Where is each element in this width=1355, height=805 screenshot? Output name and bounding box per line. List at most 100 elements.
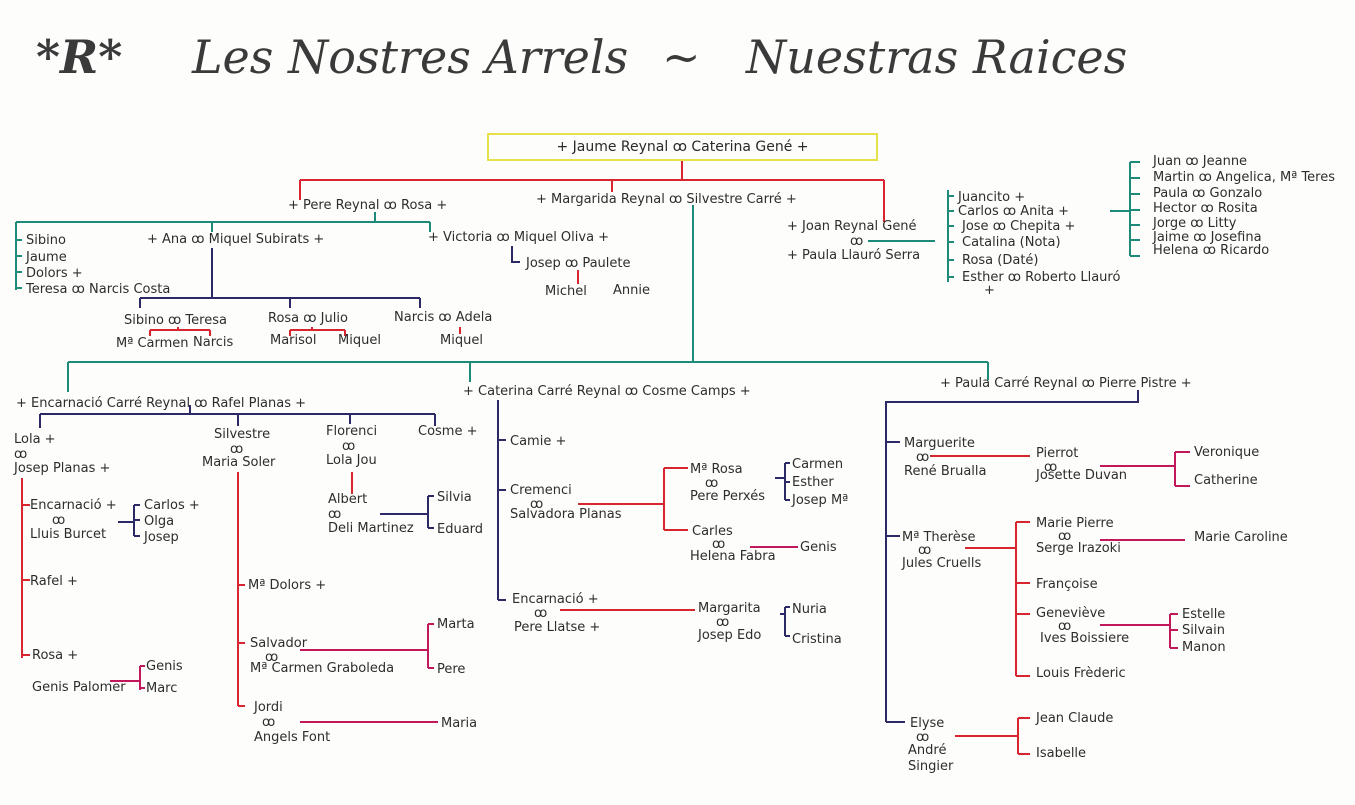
- paula-llauro: + Paula Llauró Serra: [787, 248, 921, 263]
- lluis-burcet: Lluis Burcet: [30, 527, 107, 542]
- teresa-narcis: Teresa ꝏ Narcis Costa: [26, 282, 171, 297]
- francoise: Françoise: [1036, 577, 1098, 592]
- helena-ricardo: Helena ꝏ Ricardo: [1153, 243, 1270, 258]
- olga: Olga: [144, 514, 175, 529]
- nuria: Nuria: [792, 602, 827, 617]
- cristina: Cristina: [792, 632, 842, 647]
- louis-frederic: Louis Frèderic: [1036, 666, 1126, 681]
- carmen-perxes: Carmen: [792, 457, 844, 472]
- title-catalan: Les Nostres Arrels: [192, 30, 629, 84]
- esther-perxes: Esther: [792, 475, 834, 490]
- paula-gonzalo: Paula ꝏ Gonzalo: [1153, 186, 1263, 201]
- josep-burcet: Josep: [144, 530, 179, 545]
- dolors: Dolors +: [26, 266, 83, 281]
- josette-duvan: Josette Duvan: [1036, 468, 1128, 483]
- carles: Carles: [692, 524, 733, 539]
- maria-jordi-child: Maria: [441, 716, 478, 731]
- marie-pierre-ring-icon: ꝏ: [1058, 529, 1072, 544]
- encarnacio-llatse: Encarnació +: [512, 592, 599, 607]
- juan-jeanne: Juan ꝏ Jeanne: [1153, 154, 1248, 169]
- rafel: Rafel +: [30, 574, 78, 589]
- carles-ring-icon: ꝏ: [712, 537, 726, 552]
- jorge-litty: Jorge ꝏ Litty: [1153, 216, 1237, 231]
- florenci-ring-icon: ꝏ: [342, 439, 356, 454]
- pere-perxes: Pere Perxés: [690, 489, 765, 504]
- genis-palomer: Genis Palomer: [32, 680, 126, 695]
- josep-planas: Josep Planas +: [14, 461, 111, 476]
- margarida-silvestre: + Margarida Reynal ꝏ Silvestre Carré +: [536, 192, 797, 207]
- lola-jou: Lola Jou: [326, 453, 377, 468]
- jean-claude: Jean Claude: [1036, 711, 1114, 726]
- title-dash: ~: [662, 30, 701, 84]
- estelle: Estelle: [1182, 607, 1226, 622]
- silvia: Silvia: [437, 490, 472, 505]
- elyse: Elyse: [910, 716, 945, 731]
- salvador-ring-icon: ꝏ: [265, 650, 279, 665]
- juancito: Juancito +: [958, 190, 1026, 205]
- mdolors: Mª Dolors +: [248, 578, 327, 593]
- marie-pierre: Marie Pierre: [1036, 516, 1114, 531]
- catherine: Catherine: [1194, 473, 1258, 488]
- silvestre: Silvestre: [214, 427, 271, 442]
- esther-roberto: Esther ꝏ Roberto Llauró: [962, 270, 1121, 285]
- genis-carles-child: Genis: [800, 540, 837, 555]
- lola: Lola +: [14, 432, 56, 447]
- cosme: Cosme +: [418, 424, 478, 439]
- salvador: Salvador: [250, 636, 308, 651]
- mrosa: Mª Rosa: [690, 462, 743, 477]
- josepm-perxes: Josep Mª: [792, 493, 849, 508]
- rosa-palomer: Rosa +: [32, 648, 79, 663]
- albert: Albert: [328, 492, 368, 507]
- josep-paulete: Josep ꝏ Paulete: [526, 256, 631, 271]
- isabelle: Isabelle: [1036, 746, 1087, 761]
- marisol: Marisol: [270, 333, 317, 348]
- pere-rosa: + Pere Reynal ꝏ Rosa +: [288, 198, 448, 213]
- victoria-miquel: + Victoria ꝏ Miquel Oliva +: [428, 230, 610, 245]
- jules-cruells: Jules Cruells: [902, 556, 982, 571]
- jordi-ring-icon: ꝏ: [262, 715, 276, 730]
- marie-caroline: Marie Caroline: [1194, 530, 1288, 545]
- narcis-child: Narcis: [193, 335, 234, 350]
- camie: Camie +: [510, 434, 567, 449]
- enc3-ring-icon: ꝏ: [534, 606, 548, 621]
- singier: Singier: [908, 759, 954, 774]
- marc: Marc: [146, 681, 178, 696]
- miquel-narcis-child: Miquel: [440, 333, 483, 348]
- ana-miquel: + Ana ꝏ Miquel Subirats +: [147, 232, 325, 247]
- silvestre-ring-icon: ꝏ: [230, 442, 244, 457]
- paula-pierre: + Paula Carré Reynal ꝏ Pierre Pistre +: [940, 376, 1192, 391]
- deli-martinez: Deli Martinez: [328, 521, 414, 536]
- martin-angelica: Martin ꝏ Angelica, Mª Teres: [1153, 170, 1335, 185]
- mtherese-ring-icon: ꝏ: [918, 543, 932, 558]
- josep-edo: Josep Edo: [698, 628, 762, 643]
- michel: Michel: [545, 284, 587, 299]
- elyse-ring-icon: ꝏ: [916, 730, 930, 745]
- rene-brualla: René Brualla: [904, 464, 987, 479]
- root-couple-label: + Jaume Reynal ꝏ Caterina Gené +: [556, 139, 809, 155]
- serge-irazoki: Serge Irazoki: [1036, 541, 1121, 556]
- sibino: Sibino: [26, 233, 66, 248]
- andre: André: [908, 743, 947, 758]
- title-mark: *R*: [36, 30, 123, 84]
- manon: Manon: [1182, 640, 1226, 655]
- genis-child: Genis: [146, 659, 183, 674]
- jordi: Jordi: [254, 700, 283, 715]
- pierrot: Pierrot: [1036, 446, 1079, 461]
- annie: Annie: [613, 283, 650, 298]
- pierrot-ring-icon: ꝏ: [1044, 460, 1058, 475]
- mtherese: Mª Therèse: [902, 530, 976, 545]
- veronique: Veronique: [1194, 445, 1260, 460]
- mcarmen: Mª Carmen: [116, 336, 189, 351]
- hector-rosita: Hector ꝏ Rosita: [1153, 201, 1258, 216]
- enc2-ring-icon: ꝏ: [52, 513, 66, 528]
- title-spanish: Nuestras Raices: [746, 30, 1128, 84]
- jaime-josefina: Jaime ꝏ Josefina: [1153, 230, 1262, 245]
- rosa-julio: Rosa ꝏ Julio: [268, 311, 348, 326]
- esther-plus: +: [984, 283, 995, 298]
- margarita: Margarita: [698, 601, 761, 616]
- cremenci: Cremenci: [510, 483, 572, 498]
- encarnacio-burcet: Encarnació +: [30, 498, 117, 513]
- pere-salvador-child: Pere: [437, 662, 466, 677]
- pere-llatse: Pere Llatse +: [514, 620, 601, 635]
